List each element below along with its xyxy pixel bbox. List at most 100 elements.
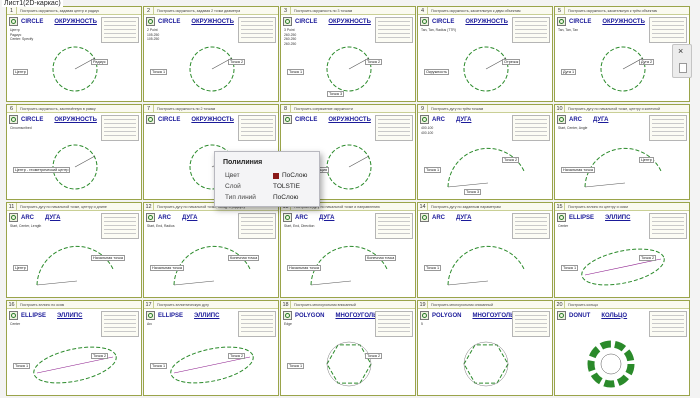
command-name-en[interactable]: ELLIPSE	[21, 312, 47, 319]
command-name-ru[interactable]: ЭЛЛИПС	[605, 214, 631, 221]
command-name-en[interactable]: ARC	[158, 214, 171, 221]
circle-tool-icon[interactable]	[9, 17, 18, 26]
prompt-line: Start, End, Direction	[284, 224, 315, 228]
close-icon[interactable]: ×	[678, 46, 684, 56]
command-name-ru[interactable]: ДУГА	[45, 214, 61, 221]
popup-row-color[interactable]: Цвет ПоСлою	[225, 172, 321, 182]
circle-tool-icon[interactable]	[146, 115, 155, 124]
card-number: 2	[144, 7, 154, 15]
side-panel[interactable]: ×	[672, 44, 692, 78]
command-name-ru[interactable]: ОКРУЖНОСТЬ	[465, 18, 508, 25]
command-name-ru[interactable]: МНОГОУГОЛЬНИК	[335, 312, 390, 319]
polygon-tool-icon[interactable]	[283, 311, 292, 320]
command-name-ru[interactable]: ОКРУЖНОСТЬ	[191, 18, 234, 25]
command-name-ru[interactable]: ОКРУЖНОСТЬ	[328, 18, 371, 25]
popup-row-linetype[interactable]: Тип линий ПоСлою	[225, 194, 321, 204]
popup-value[interactable]: TOLSTIE	[273, 183, 300, 190]
command-name-en[interactable]: POLYGON	[432, 312, 462, 319]
command-name-ru[interactable]: ДУГА	[182, 214, 198, 221]
example-card[interactable]: 13Построить дугу по начальной точке и на…	[280, 202, 416, 298]
circle-tool-icon[interactable]	[557, 17, 566, 26]
card-number: 4	[418, 7, 428, 15]
command-name-en[interactable]: ARC	[432, 214, 445, 221]
donut-tool-icon[interactable]	[557, 311, 566, 320]
arc-tool-icon[interactable]	[557, 115, 566, 124]
command-name-ru[interactable]: ДУГА	[456, 214, 472, 221]
command-name-en[interactable]: ELLIPSE	[569, 214, 595, 221]
arc-tool-icon[interactable]	[146, 213, 155, 222]
circle-tool-icon[interactable]	[9, 115, 18, 124]
command-name-ru[interactable]: ОКРУЖНОСТЬ	[54, 116, 97, 123]
command-name-en[interactable]: ELLIPSE	[158, 312, 184, 319]
command-name-en[interactable]: CIRCLE	[21, 116, 44, 123]
command-name-ru[interactable]: ДУГА	[456, 116, 472, 123]
ellipse-tool-icon[interactable]	[146, 311, 155, 320]
arc-tool-icon[interactable]	[420, 213, 429, 222]
arc-tool-icon[interactable]	[420, 115, 429, 124]
card-title: Построить окружность по 2 точкам	[157, 106, 216, 111]
figure-label: Точка 1	[13, 363, 31, 369]
command-name-en[interactable]: ARC	[295, 214, 308, 221]
command-name-en[interactable]: DONUT	[569, 312, 591, 319]
ellipse-tool-icon[interactable]	[557, 213, 566, 222]
polygon-tool-icon[interactable]	[420, 311, 429, 320]
command-name-ru[interactable]: КОЛЬЦО	[601, 312, 628, 319]
command-name-en[interactable]: CIRCLE	[432, 18, 455, 25]
command-name-en[interactable]: ARC	[569, 116, 582, 123]
circle-tool-icon[interactable]	[283, 115, 292, 124]
quick-properties-popup[interactable]: Полилиния Цвет ПоСлою Слой TOLSTIE Тип л…	[214, 151, 320, 207]
command-name-en[interactable]: ARC	[21, 214, 34, 221]
drawing-tab-label[interactable]: Лист1(2D-каркас)	[2, 0, 63, 7]
popup-row-layer[interactable]: Слой TOLSTIE	[225, 183, 321, 193]
command-name-ru[interactable]: ОКРУЖНОСТЬ	[54, 18, 97, 25]
prompt-line: Circumscribed	[10, 126, 32, 130]
command-row: ARC ДУГА	[420, 115, 471, 124]
popup-value[interactable]: ПоСлою	[282, 172, 308, 179]
arc-tool-icon[interactable]	[283, 213, 292, 222]
command-name-ru[interactable]: ДУГА	[593, 116, 609, 123]
command-name-ru[interactable]: ЭЛЛИПС	[57, 312, 83, 319]
command-name-en[interactable]: CIRCLE	[158, 18, 181, 25]
command-name-en[interactable]: CIRCLE	[21, 18, 44, 25]
command-name-ru[interactable]: ОКРУЖНОСТЬ	[602, 18, 645, 25]
command-name-en[interactable]: CIRCLE	[158, 116, 181, 123]
command-name-en[interactable]: CIRCLE	[569, 18, 592, 25]
command-name-en[interactable]: ARC	[432, 116, 445, 123]
command-name-ru[interactable]: ДУГА	[319, 214, 335, 221]
panel-tab-icon[interactable]	[679, 63, 687, 73]
command-name-en[interactable]: CIRCLE	[295, 116, 318, 123]
command-name-ru[interactable]: ОКРУЖНОСТЬ	[328, 116, 371, 123]
arc-tool-icon[interactable]	[9, 213, 18, 222]
command-name-ru[interactable]: ЭЛЛИПС	[194, 312, 220, 319]
circle-tool-icon[interactable]	[146, 17, 155, 26]
popup-value[interactable]: ПоСлою	[273, 194, 299, 201]
figure-label: Центр	[639, 157, 654, 163]
command-name-en[interactable]: POLYGON	[295, 312, 325, 319]
circle-tool-icon[interactable]	[420, 17, 429, 26]
ellipse-tool-icon[interactable]	[9, 311, 18, 320]
command-name-ru[interactable]: МНОГОУГОЛЬНИК	[472, 312, 527, 319]
command-name-en[interactable]: CIRCLE	[295, 18, 318, 25]
command-name-ru[interactable]: ОКРУЖНОСТЬ	[191, 116, 234, 123]
circle-tool-icon[interactable]	[283, 17, 292, 26]
